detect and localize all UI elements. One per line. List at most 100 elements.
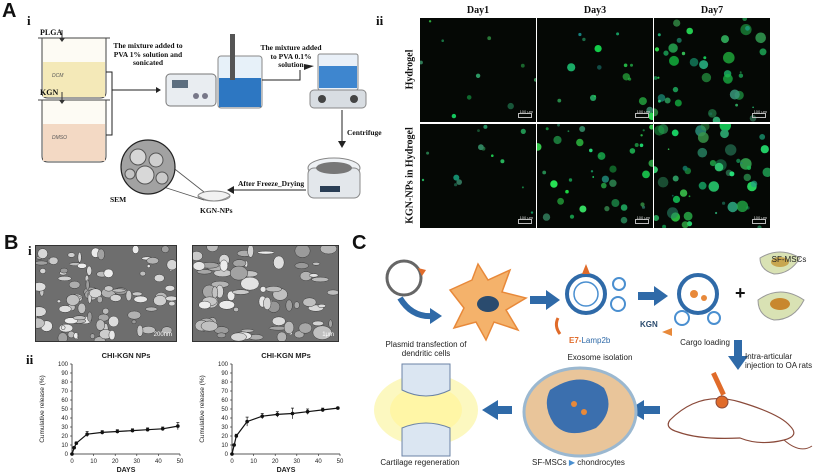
- scale-bar-label: 100 μm: [519, 109, 533, 114]
- subpanel-label-ai: i: [27, 13, 31, 28]
- scale-bar: [635, 219, 649, 224]
- y-tick-label: 70: [61, 389, 68, 395]
- data-point: [145, 427, 150, 432]
- scale-bar: [518, 113, 532, 118]
- cartilage-icon: [374, 363, 478, 457]
- data-point: [115, 429, 120, 434]
- data-point: [320, 408, 325, 412]
- exosome-schematic: [374, 251, 813, 458]
- y-tick-label: 0: [65, 452, 69, 458]
- x-tick-label: 0: [230, 459, 234, 465]
- scale-bar-label: 100 μm: [753, 109, 767, 114]
- e7-text: E7-: [569, 336, 582, 345]
- data-point: [130, 428, 135, 433]
- row-header-kgn-nps-hydrogel: KGN-NPs in Hydrogel: [404, 127, 416, 224]
- data-point: [74, 441, 79, 445]
- step1-label: The mixture added to PVA 1% solution and…: [113, 41, 183, 68]
- data-point: [232, 443, 236, 447]
- petri-dish-icon: [197, 190, 231, 202]
- injection-label: Intra-articular injection to OA rats: [745, 352, 813, 371]
- dmso-label: DMSO: [52, 135, 67, 141]
- y-tick-label: 30: [61, 425, 68, 431]
- sem-zoom-icon: [120, 139, 205, 201]
- data-point: [85, 432, 89, 436]
- rat-icon: [667, 371, 813, 450]
- x-tick-label: 10: [250, 459, 257, 465]
- y-tick-label: 40: [61, 416, 68, 422]
- y-tick-label: 20: [221, 434, 228, 440]
- y-tick-label: 40: [221, 416, 228, 422]
- y-tick-label: 20: [61, 434, 68, 440]
- y-tick-label: 10: [61, 443, 68, 449]
- sf-mscs-icon: [757, 251, 805, 321]
- subpanel-label-bii: ii: [26, 352, 34, 367]
- y-axis-label: Cumulative release (%): [39, 375, 46, 443]
- column-header-day3: Day3: [583, 5, 607, 16]
- x-tick-label: 20: [272, 459, 279, 465]
- row-header-hydrogel: Hydrogel: [404, 49, 416, 90]
- x-tick-label: 50: [177, 459, 184, 465]
- release-series-line: [231, 407, 338, 455]
- plasmid-icon: [385, 259, 442, 324]
- data-point: [100, 430, 105, 435]
- kgn-nps-label: KGN-NPs: [200, 206, 233, 215]
- data-point: [176, 424, 180, 428]
- data-point: [336, 406, 340, 410]
- plus-label: +: [735, 283, 746, 303]
- y-tick-label: 100: [58, 362, 69, 368]
- dcm-label: DCM: [52, 73, 64, 79]
- lamp2b-text: Lamp2b: [581, 336, 611, 345]
- y-tick-label: 50: [61, 407, 68, 413]
- exosome-isolation-label: Exosome isolation: [567, 353, 633, 362]
- panel-label-b: B: [4, 232, 19, 254]
- x-axis-label: DAYS: [277, 467, 296, 472]
- column-header-day7: Day7: [700, 5, 724, 16]
- x-tick-label: 40: [155, 459, 162, 465]
- scale-bar-label: 100 μm: [636, 215, 650, 220]
- loaded-exosome-icon: [662, 273, 721, 336]
- fluorescence-image: 100 μm: [537, 18, 653, 122]
- data-point: [230, 452, 234, 456]
- data-point: [260, 414, 265, 418]
- chart-title: CHI-KGN NPs: [102, 351, 151, 360]
- x-tick-label: 40: [315, 459, 322, 465]
- data-point: [160, 427, 165, 431]
- synthesis-schematic: [38, 30, 367, 202]
- y-tick-label: 100: [218, 362, 229, 368]
- chondrocyte-differentiation-icon: [522, 366, 638, 458]
- scale-bar-label: 1μm: [322, 332, 334, 338]
- y-tick-label: 80: [61, 380, 68, 386]
- dendritic-cell-icon: [448, 262, 528, 342]
- sf-mscs-label: SF-MSCs: [771, 255, 807, 264]
- x-tick-label: 10: [90, 459, 97, 465]
- data-point: [70, 452, 74, 456]
- centrifuge-label: Centrifuge: [347, 128, 382, 137]
- fluorescence-image: 100 μm: [654, 18, 770, 122]
- beaker-kgn-icon: [38, 92, 110, 163]
- sf-mscs-chondrocytes-label: SF-MSCs ▶ chondrocytes: [532, 458, 625, 467]
- y-axis-label: Cumulative release (%): [199, 375, 206, 443]
- y-tick-label: 70: [221, 389, 228, 395]
- panel-label-a: A: [2, 0, 17, 22]
- fluorescence-image: 100 μm: [420, 18, 536, 122]
- kgn-c-label: KGN: [640, 320, 658, 329]
- e7-lamp2b-label: E7-Lamp2b: [569, 336, 610, 345]
- sonicator-icon: [165, 34, 263, 109]
- kgn-label: KGN: [40, 88, 59, 97]
- y-tick-label: 10: [221, 443, 228, 449]
- scale-bar-label: 100 μm: [753, 215, 767, 220]
- x-tick-label: 50: [337, 459, 344, 465]
- scale-bar-label: 100 μm: [636, 109, 650, 114]
- data-point: [72, 445, 76, 450]
- stirrer-icon: [309, 53, 367, 109]
- x-tick-label: 20: [112, 459, 119, 465]
- exosome-icon: [554, 264, 626, 335]
- data-point: [245, 419, 249, 424]
- data-point: [305, 409, 310, 414]
- release-series-line: [71, 425, 178, 455]
- scale-bar-label: 200nm: [153, 332, 172, 338]
- fluorescence-image: 100 μm: [654, 124, 770, 228]
- beaker-plga-icon: [38, 30, 110, 99]
- y-tick-label: 60: [61, 398, 68, 404]
